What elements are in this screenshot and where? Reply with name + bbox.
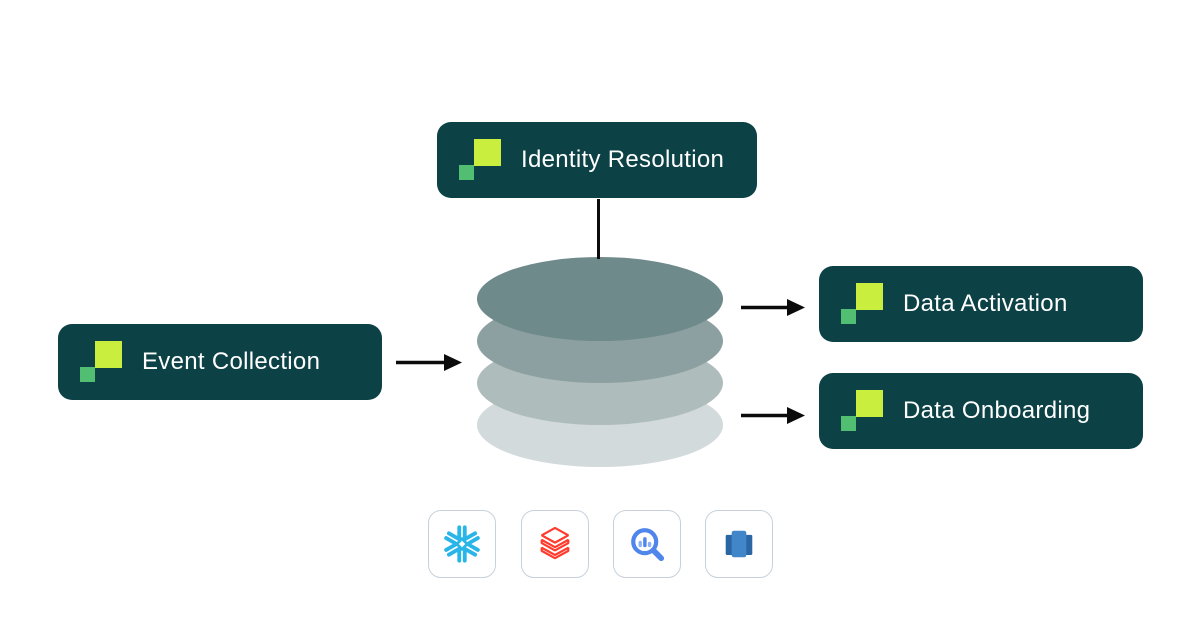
node-identity-resolution: Identity Resolution xyxy=(437,122,757,198)
node-label-identity-resolution: Identity Resolution xyxy=(521,146,725,173)
brand-mark-green-square xyxy=(841,309,856,324)
redshift-icon xyxy=(725,530,753,558)
brand-mark-green-square xyxy=(841,416,856,431)
brand-mark-green-square xyxy=(459,165,474,180)
brand-mark-lime-square xyxy=(474,139,501,166)
brand-mark-icon xyxy=(841,390,883,432)
warehouse-cylinder-layer-1 xyxy=(477,257,723,341)
databricks-icon xyxy=(540,526,570,560)
brand-mark-lime-square xyxy=(856,283,883,310)
brand-mark-lime-square xyxy=(856,390,883,417)
arrow-event-to-warehouse xyxy=(396,354,462,371)
bigquery-icon xyxy=(631,528,665,562)
warehouse-tile-snowflake xyxy=(428,510,496,578)
arrow-warehouse-to-activation xyxy=(741,299,805,316)
warehouse-tile-bigquery xyxy=(613,510,681,578)
warehouse-tile-databricks xyxy=(521,510,589,578)
node-event-collection: Event Collection xyxy=(58,324,382,400)
snowflake-icon xyxy=(444,525,480,563)
brand-mark-green-square xyxy=(80,367,95,382)
node-label-data-activation: Data Activation xyxy=(903,290,1068,317)
brand-mark-lime-square xyxy=(95,341,122,368)
brand-mark-icon xyxy=(841,283,883,325)
node-label-event-collection: Event Collection xyxy=(142,348,321,375)
node-label-data-onboarding: Data Onboarding xyxy=(903,397,1091,424)
brand-mark-icon xyxy=(80,341,122,383)
node-data-onboarding: Data Onboarding xyxy=(819,373,1143,449)
brand-mark-icon xyxy=(459,139,501,181)
warehouse-tile-redshift xyxy=(705,510,773,578)
node-data-activation: Data Activation xyxy=(819,266,1143,342)
arrow-warehouse-to-onboarding xyxy=(741,407,805,424)
